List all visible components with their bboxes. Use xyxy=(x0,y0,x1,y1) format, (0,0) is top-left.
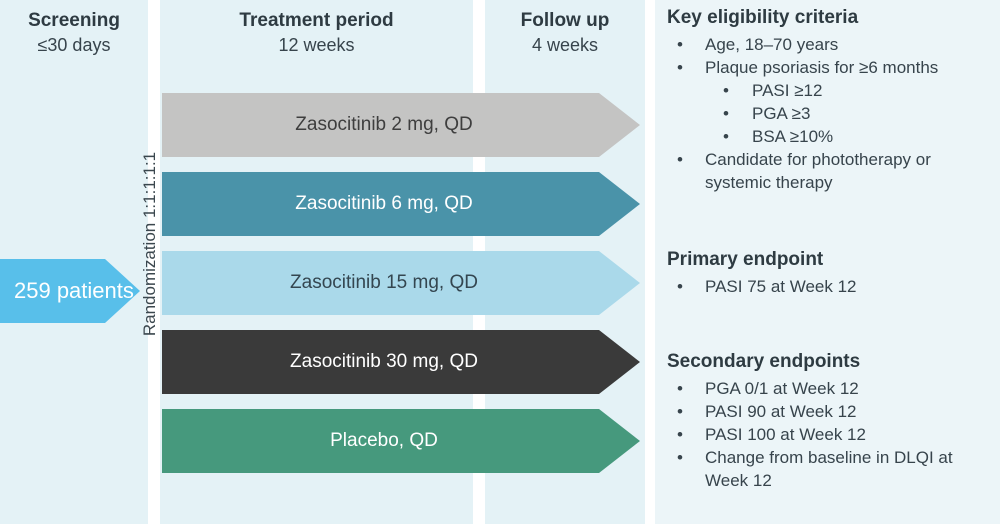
list-item: Age, 18–70 years xyxy=(667,33,990,56)
randomization-label: Randomization 1:1:1:1:1 xyxy=(140,151,159,337)
secondary-endpoints-section: Secondary endpoints PGA 0/1 at Week 12 P… xyxy=(667,350,990,492)
eligibility-list-cont: Candidate for phototherapy or systemic t… xyxy=(667,148,990,194)
primary-endpoint-title: Primary endpoint xyxy=(667,249,824,270)
arm-arrow-zasocitinib-2mg: Zasocitinib 2 mg, QD xyxy=(162,93,640,157)
arm-arrow-zasocitinib-15mg: Zasocitinib 15 mg, QD xyxy=(162,251,640,315)
eligibility-sublist: PASI ≥12 PGA ≥3 BSA ≥10% xyxy=(667,79,990,148)
secondary-endpoints-list: PGA 0/1 at Week 12 PASI 90 at Week 12 PA… xyxy=(667,377,990,492)
arm-label: Zasocitinib 30 mg, QD xyxy=(290,351,478,372)
info-panel: Key eligibility criteria Age, 18–70 year… xyxy=(655,0,1000,524)
primary-endpoint-list: PASI 75 at Week 12 xyxy=(667,275,990,298)
list-item: Change from baseline in DLQI at Week 12 xyxy=(667,446,990,492)
list-item: PGA 0/1 at Week 12 xyxy=(667,377,990,400)
arm-label: Zasocitinib 15 mg, QD xyxy=(290,272,478,293)
eligibility-title: Key eligibility criteria xyxy=(667,7,859,28)
followup-header: Follow up 4 weeks xyxy=(485,8,645,57)
followup-title: Follow up xyxy=(520,10,610,31)
list-item: Plaque psoriasis for ≥6 months xyxy=(667,56,990,79)
list-item: PGA ≥3 xyxy=(667,102,990,125)
treatment-title: Treatment period xyxy=(239,10,394,31)
screening-subtitle: ≤30 days xyxy=(37,35,111,55)
arm-arrow-zasocitinib-30mg: Zasocitinib 30 mg, QD xyxy=(162,330,640,394)
arm-arrow-placebo: Placebo, QD xyxy=(162,409,640,473)
list-item: PASI 90 at Week 12 xyxy=(667,400,990,423)
list-item: PASI 75 at Week 12 xyxy=(667,275,990,298)
screening-header: Screening ≤30 days xyxy=(0,8,148,57)
list-item: BSA ≥10% xyxy=(667,125,990,148)
arm-label: Zasocitinib 2 mg, QD xyxy=(295,114,473,135)
treatment-header: Treatment period 12 weeks xyxy=(160,8,473,57)
eligibility-section: Key eligibility criteria Age, 18–70 year… xyxy=(667,6,990,194)
screening-title: Screening xyxy=(28,10,120,31)
arm-label: Zasocitinib 6 mg, QD xyxy=(295,193,473,214)
secondary-endpoints-title: Secondary endpoints xyxy=(667,351,861,372)
list-item: PASI 100 at Week 12 xyxy=(667,423,990,446)
followup-subtitle: 4 weeks xyxy=(531,35,599,55)
list-item: PASI ≥12 xyxy=(667,79,990,102)
arm-label: Placebo, QD xyxy=(330,430,438,451)
arm-arrow-zasocitinib-6mg: Zasocitinib 6 mg, QD xyxy=(162,172,640,236)
patients-arrow-label: 259 patients xyxy=(14,278,134,303)
list-item: Candidate for phototherapy or systemic t… xyxy=(667,148,990,194)
treatment-subtitle: 12 weeks xyxy=(278,35,355,55)
eligibility-list: Age, 18–70 years Plaque psoriasis for ≥6… xyxy=(667,33,990,79)
primary-endpoint-section: Primary endpoint PASI 75 at Week 12 xyxy=(667,248,990,298)
